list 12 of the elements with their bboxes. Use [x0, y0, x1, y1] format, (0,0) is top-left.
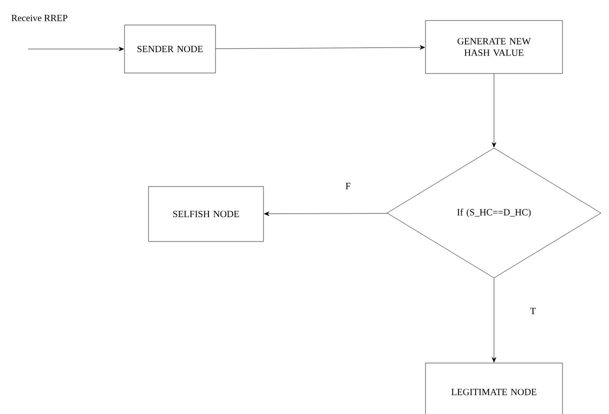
- arrow: [28, 46, 124, 52]
- edge-label: Receive RREP: [10, 14, 69, 22]
- edge-label: F: [344, 182, 352, 190]
- process-box: GENERATE NEW HASH VALUE: [425, 20, 563, 74]
- arrow: [216, 45, 425, 50]
- arrow: [492, 74, 496, 148]
- edge-label: T: [529, 306, 537, 316]
- process-box: LEGITIMATE NODE: [425, 362, 563, 414]
- process-box: SENDER NODE: [124, 24, 216, 74]
- arrow: [264, 212, 388, 216]
- process-box: SELFISH NODE: [148, 186, 264, 242]
- arrow: [492, 278, 496, 362]
